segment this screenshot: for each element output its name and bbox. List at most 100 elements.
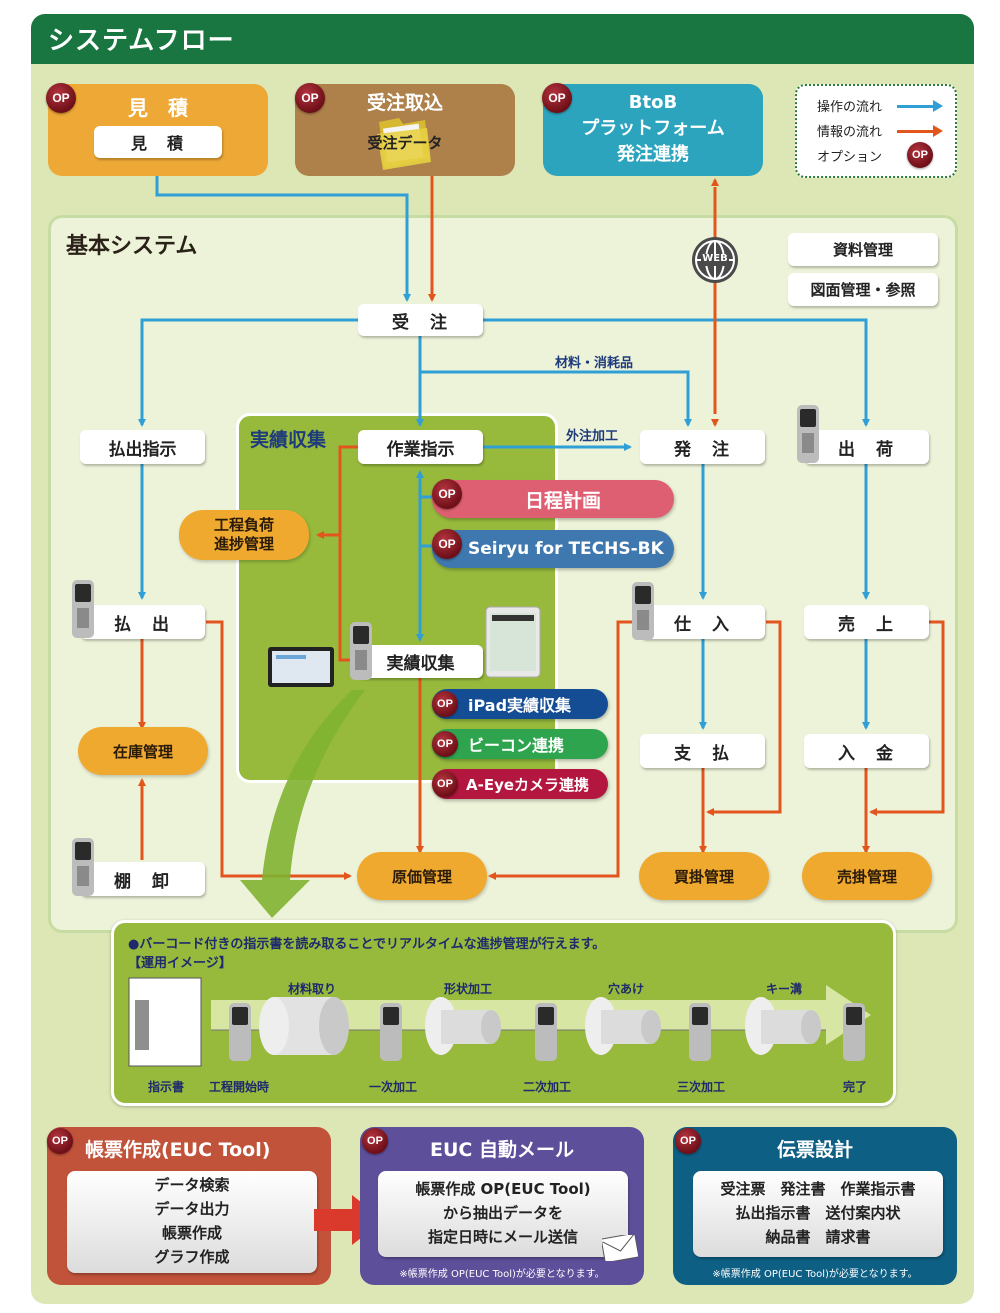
- web-label: WEB: [702, 253, 728, 264]
- kihon-system-title: 基本システム: [66, 234, 198, 259]
- edge-label-gaichu: 外注加工: [566, 429, 619, 444]
- instruction-sheet-icon: [128, 977, 202, 1067]
- web-globe-icon: WEB: [690, 235, 740, 285]
- option-badge: OP: [432, 771, 458, 797]
- legend-operation-label: 操作の流れ: [817, 100, 883, 115]
- node-shiire[interactable]: 仕 入: [640, 605, 765, 639]
- handheld-terminal-icon: [380, 1003, 402, 1061]
- juchu-data-label: 受注データ: [367, 134, 443, 152]
- edge-juchu-haraidashi-shiji: [138, 318, 358, 427]
- option-badge: OP: [432, 691, 458, 717]
- euc-tool-item: データ出力: [154, 1200, 230, 1218]
- option-a-eye-label: A-Eyeカメラ連携: [466, 775, 590, 794]
- stage-label: 指示書: [147, 1080, 184, 1094]
- option-ipad[interactable]: iPad実績収集: [432, 689, 608, 719]
- option-beacon[interactable]: ビーコン連携: [432, 729, 608, 759]
- euc-tool-item: グラフ作成: [154, 1248, 230, 1266]
- option-seiryu-label: Seiryu for TECHS-BK: [468, 539, 664, 559]
- edge-juchu-hatchu: [420, 370, 692, 427]
- option-a-eye[interactable]: A-Eyeカメラ連携: [432, 769, 608, 799]
- btob-line1: BtoB: [628, 92, 678, 113]
- process-label: 形状加工: [443, 982, 492, 996]
- node-haraidashi-shiji[interactable]: 払出指示: [80, 430, 205, 464]
- option-badge: OP: [362, 1128, 388, 1154]
- node-sagyo-shiji[interactable]: 作業指示: [358, 430, 483, 464]
- folder-icon: [373, 114, 435, 170]
- btob-line3: 発注連携: [617, 144, 689, 165]
- btob-box[interactable]: BtoB プラットフォーム 発注連携: [543, 84, 763, 176]
- handheld-terminal-icon: [535, 1003, 557, 1061]
- mitsumori-box[interactable]: 見 積 見 積: [48, 84, 268, 176]
- euc-mail-line: 帳票作成 OP(EUC Tool): [415, 1180, 591, 1198]
- image-panel-subheading: 【運用イメージ】: [128, 956, 232, 971]
- node-hatchu[interactable]: 発 注: [640, 430, 765, 464]
- workpiece-2: [425, 997, 501, 1055]
- euc-tool-box[interactable]: 帳票作成(EUC Tool) データ検索 データ出力 帳票作成 グラフ作成: [47, 1127, 331, 1285]
- denpyo-note: ※帳票作成 OP(EUC Tool)が必要となります。: [712, 1269, 918, 1280]
- pill-kotei-fuka[interactable]: 工程負荷 進捗管理: [179, 510, 309, 560]
- option-badge: OP: [675, 1128, 701, 1154]
- node-jisseki-shushu[interactable]: 実績収集: [358, 645, 483, 678]
- process-label: 材料取り: [287, 982, 336, 996]
- pill-urikake-kanri[interactable]: 売掛管理: [802, 852, 932, 900]
- option-badge: OP: [432, 529, 462, 559]
- juchu-torikomi-title: 受注取込: [366, 92, 443, 114]
- process-illustration: [128, 977, 871, 1067]
- envelope-icon: [600, 1232, 640, 1265]
- process-label: キー溝: [765, 982, 802, 996]
- edge-shiire-kaikake: [706, 620, 782, 816]
- euc-tool-title: 帳票作成(EUC Tool): [85, 1139, 271, 1161]
- option-nittei-label: 日程計画: [524, 489, 601, 512]
- euc-tool-items: データ検索 データ出力 帳票作成 グラフ作成: [67, 1171, 317, 1273]
- juchu-torikomi-box[interactable]: 受注取込 受注データ: [295, 84, 515, 176]
- node-haraidashi[interactable]: 払 出: [80, 605, 205, 639]
- option-seiryu[interactable]: Seiryu for TECHS-BK: [432, 530, 674, 568]
- jisseki-shushu-area: [236, 413, 558, 783]
- node-shukka[interactable]: 出 荷: [804, 430, 929, 464]
- denpyo-line: 納品書 請求書: [765, 1228, 871, 1246]
- edge-shiire-genka: [488, 620, 632, 880]
- node-juchu[interactable]: 受 注: [358, 304, 483, 336]
- option-badge: OP: [295, 83, 325, 113]
- euc-mail-title: EUC 自動メール: [430, 1139, 574, 1161]
- option-ipad-label: iPad実績収集: [468, 696, 572, 715]
- denpyo-sekkei-list: 受注票 発注書 作業指示書 払出指示書 送付案内状 納品書 請求書: [693, 1171, 943, 1257]
- stage-label: 二次加工: [522, 1080, 571, 1094]
- image-panel-headline: ●バーコード付きの指示書を読み取ることでリアルタイムな進捗管理が行えます。: [128, 937, 606, 952]
- handheld-terminal-icon: [843, 1003, 865, 1061]
- pill-kaikake-kanri[interactable]: 買掛管理: [639, 852, 769, 900]
- edge-juchu-shukka: [483, 318, 870, 427]
- node-tanaoroshi[interactable]: 棚 卸: [80, 862, 205, 896]
- legend-info-line: [897, 130, 937, 133]
- legend-option-badge: OP: [907, 142, 933, 168]
- option-nittei-keikaku[interactable]: 日程計画: [432, 480, 674, 518]
- denpyo-sekkei-box[interactable]: 伝票設計 受注票 発注書 作業指示書 払出指示書 送付案内状 納品書 請求書 ※…: [673, 1127, 957, 1285]
- mitsumori-title: 見 積: [128, 96, 188, 120]
- stage-label: 一次加工: [368, 1080, 417, 1094]
- node-shiharai[interactable]: 支 払: [640, 734, 765, 768]
- edge-sagyo-kotei: [338, 445, 358, 662]
- euc-mail-box[interactable]: EUC 自動メール 帳票作成 OP(EUC Tool) から抽出データを 指定日…: [360, 1127, 644, 1285]
- legend-option-label: オプション: [817, 150, 883, 165]
- handheld-terminal-icon: [689, 1003, 711, 1061]
- pill-genka-kanri[interactable]: 原価管理: [357, 852, 487, 900]
- node-uriage[interactable]: 売 上: [804, 605, 929, 639]
- legend-operation-arrow-icon: [933, 100, 943, 112]
- option-badge: OP: [432, 479, 462, 509]
- green-curve-arrow: [240, 690, 365, 918]
- pill-zaiko-kanri[interactable]: 在庫管理: [78, 727, 208, 775]
- option-badge: OP: [46, 83, 76, 113]
- shiryo-kanri-box[interactable]: 資料管理: [788, 233, 938, 266]
- header-bar: [31, 14, 974, 64]
- workpiece-3: [585, 997, 661, 1055]
- mitsumori-inner[interactable]: 見 積: [94, 126, 222, 158]
- option-badge: OP: [432, 731, 458, 757]
- euc-mail-line: から抽出データを: [442, 1204, 563, 1222]
- workpiece-4: [745, 997, 821, 1055]
- node-nyukin[interactable]: 入 金: [804, 734, 929, 768]
- zumen-kanri-box[interactable]: 図面管理・参照: [788, 273, 938, 306]
- denpyo-line: 払出指示書 送付案内状: [735, 1204, 901, 1222]
- btob-line2: プラットフォーム: [581, 118, 725, 139]
- option-beacon-label: ビーコン連携: [468, 736, 565, 755]
- edge-label-zairyo: 材料・消耗品: [555, 356, 634, 371]
